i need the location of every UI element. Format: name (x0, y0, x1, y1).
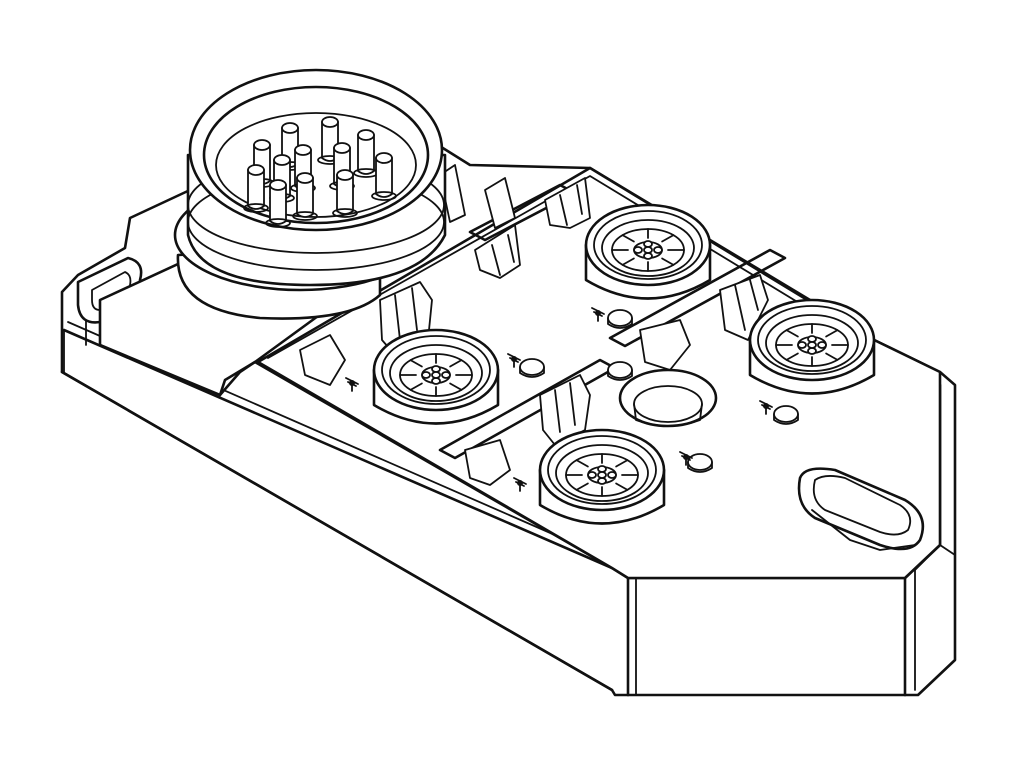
led-indicators (519, 309, 799, 473)
led-indicator (607, 309, 633, 329)
led-indicator (519, 358, 545, 378)
main-connector-pins (243, 116, 397, 228)
connector-pin (292, 172, 318, 221)
ground-symbol (345, 377, 359, 392)
center-mounting-hole (618, 368, 718, 428)
port-connector-1 (584, 203, 712, 300)
latch-clips (299, 164, 769, 486)
ground-symbol (507, 353, 521, 368)
led-indicator (773, 405, 799, 425)
main-connector (173, 68, 447, 320)
front-chamfer-right (939, 544, 956, 556)
port-connector-3 (372, 328, 500, 425)
ground-symbol (513, 477, 527, 492)
connector-pin (265, 179, 291, 228)
port-connectors (372, 203, 876, 525)
led-indicator (687, 453, 713, 473)
connector-pin (243, 164, 269, 213)
main-connector-face-inner (202, 85, 430, 225)
mounting-hole-right (797, 467, 925, 551)
led-indicator (607, 361, 633, 381)
ground-symbol (679, 451, 693, 466)
connector-pin (353, 129, 379, 178)
port-connector-2 (748, 298, 876, 395)
ground-symbols (345, 307, 773, 492)
connector-pin (332, 169, 358, 218)
connector-pin (371, 152, 397, 201)
base-front-edge (60, 370, 614, 692)
ground-symbol (591, 307, 605, 322)
port-connector-4 (538, 428, 666, 525)
ground-symbol (759, 400, 773, 415)
